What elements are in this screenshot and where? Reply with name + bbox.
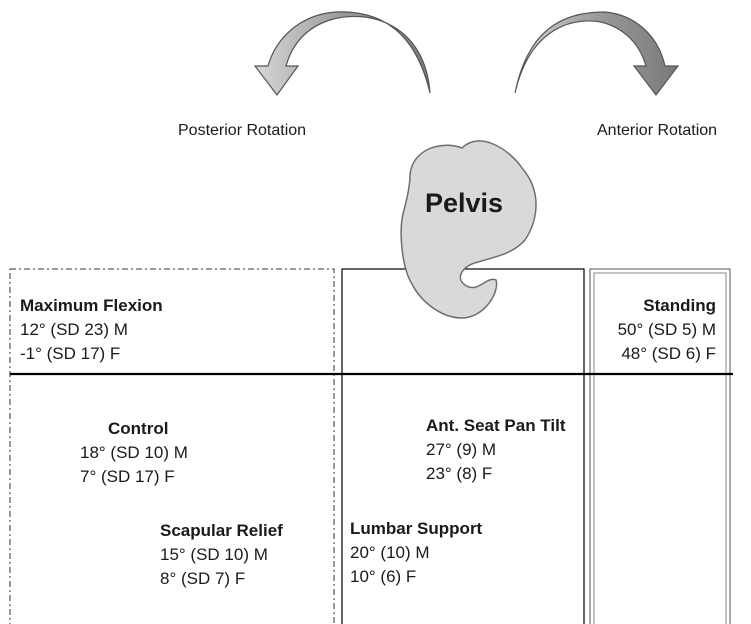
control-title: Control xyxy=(108,419,169,438)
scapular-relief-group: Scapular Relief 15° (SD 10) M 8° (SD 7) … xyxy=(160,519,283,591)
control-female: 7° (SD 17) F xyxy=(80,467,175,486)
right-box-inner xyxy=(593,272,727,624)
standing-title: Standing xyxy=(643,296,716,315)
pelvis-shape-icon xyxy=(400,140,537,319)
standing-group: Standing 50° (SD 5) M 48° (SD 6) F xyxy=(595,294,716,366)
pelvis-label: Pelvis xyxy=(425,188,504,218)
left-box-dashed xyxy=(9,268,335,624)
scapular-relief-male: 15° (SD 10) M xyxy=(160,545,268,564)
standing-female: 48° (SD 6) F xyxy=(621,344,716,363)
ant-seat-pan-tilt-male: 27° (9) M xyxy=(426,440,497,459)
scapular-relief-female: 8° (SD 7) F xyxy=(160,569,246,588)
lumbar-support-male: 20° (10) M xyxy=(350,543,430,562)
maximum-flexion-title: Maximum Flexion xyxy=(20,296,163,315)
maximum-flexion-female: -1° (SD 17) F xyxy=(20,344,121,363)
lumbar-support-title: Lumbar Support xyxy=(350,519,483,538)
scapular-relief-title: Scapular Relief xyxy=(160,521,283,540)
control-group: Control 18° (SD 10) M 7° (SD 17) F xyxy=(80,417,188,489)
anterior-rotation-label: Anterior Rotation xyxy=(597,122,718,139)
control-male: 18° (SD 10) M xyxy=(80,443,188,462)
right-box-outer xyxy=(589,268,731,624)
posterior-rotation-label: Posterior Rotation xyxy=(178,122,307,139)
anterior-rotation-arrow-icon xyxy=(514,11,680,96)
maximum-flexion-group: Maximum Flexion 12° (SD 23) M -1° (SD 17… xyxy=(20,294,163,366)
lumbar-support-group: Lumbar Support 20° (10) M 10° (6) F xyxy=(350,517,482,589)
ant-seat-pan-tilt-title: Ant. Seat Pan Tilt xyxy=(426,416,566,435)
ant-seat-pan-tilt-female: 23° (8) F xyxy=(426,464,493,483)
standing-male: 50° (SD 5) M xyxy=(617,320,716,339)
lumbar-support-female: 10° (6) F xyxy=(350,567,417,586)
maximum-flexion-male: 12° (SD 23) M xyxy=(20,320,128,339)
posterior-rotation-arrow-icon xyxy=(253,11,431,97)
ant-seat-pan-tilt-group: Ant. Seat Pan Tilt 27° (9) M 23° (8) F xyxy=(426,414,566,486)
